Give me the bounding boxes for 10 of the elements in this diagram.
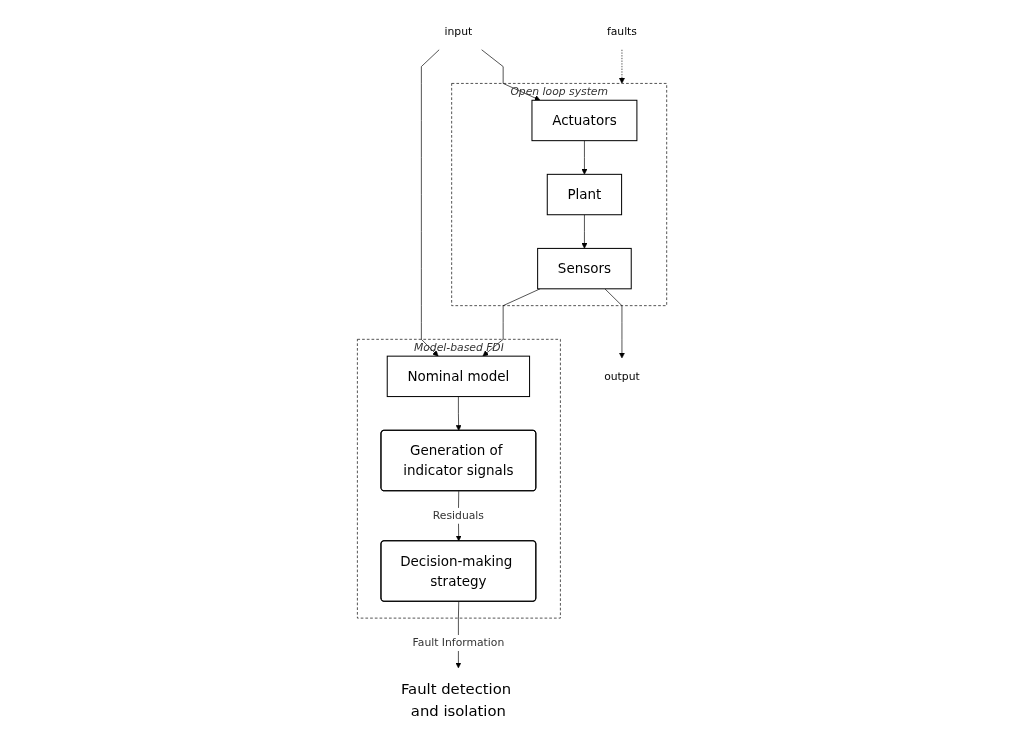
edge-label: Fault Information	[413, 636, 505, 650]
node-text: input	[445, 24, 473, 38]
node-box: Sensors	[537, 247, 633, 290]
node-text: Fault detection and isolation	[401, 680, 512, 720]
node-text: faults	[607, 24, 638, 38]
node-text: output	[604, 369, 641, 383]
node-box: Nominal model	[387, 355, 531, 398]
edge-label: Residuals	[433, 509, 485, 522]
node-box: Plant	[547, 173, 623, 216]
node-box: Actuators	[531, 99, 638, 142]
